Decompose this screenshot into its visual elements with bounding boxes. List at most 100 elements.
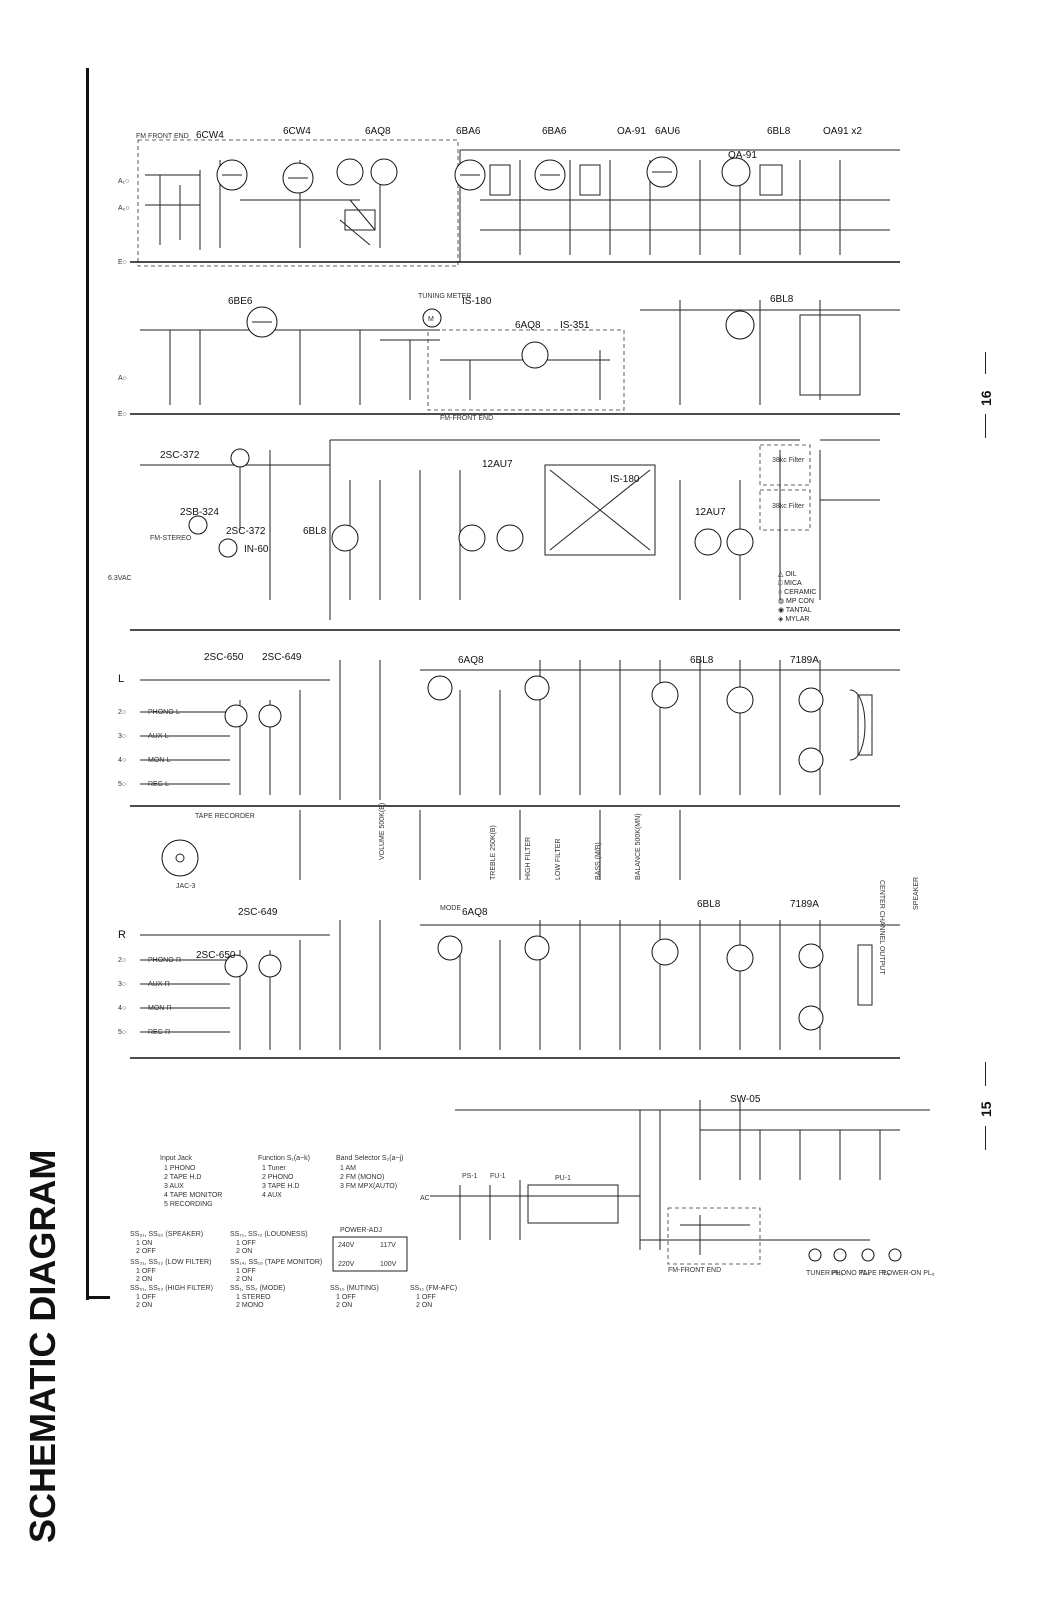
switch-note-heading: SS₈₁, SS₈₂ (SPEAKER) bbox=[130, 1231, 203, 1238]
right-channel-marker: R bbox=[118, 929, 126, 941]
center-output-label: CENTER CHANNEL OUTPUT bbox=[878, 880, 885, 975]
tube-v10 bbox=[521, 341, 549, 369]
tube-v8-label: 6BE6 bbox=[228, 296, 253, 307]
fm-front-end-bottom-label: FM-FRONT END bbox=[440, 415, 493, 422]
filter-1-label: 38kc Filter bbox=[772, 457, 805, 464]
tube-v11b bbox=[496, 524, 524, 552]
pilot-voltage-label: 6.3VAC bbox=[108, 575, 132, 582]
pilot-lamp-label: TUNER PL₃ bbox=[806, 1270, 844, 1277]
meter-label: TUNING METER bbox=[418, 293, 471, 300]
switch-note-item: 2 ON bbox=[236, 1248, 252, 1255]
am-section-wiring bbox=[140, 300, 900, 411]
tube-v14 bbox=[427, 675, 453, 701]
io-pin-number: 2○ bbox=[118, 957, 126, 964]
function-switch-heading: Function S₁(a~k) bbox=[258, 1155, 310, 1162]
tube-v19a bbox=[798, 943, 824, 969]
switch-note-heading: SS₅₁, SS₅₂ (HIGH FILTER) bbox=[130, 1285, 213, 1292]
switch-note-item: 2 ON bbox=[136, 1276, 152, 1283]
title-underline bbox=[86, 1296, 110, 1299]
tape-jack bbox=[161, 839, 199, 877]
rectifier-label: SW-05 bbox=[730, 1094, 761, 1105]
tube-v10-label: 6AQ8 bbox=[515, 320, 541, 331]
transistor-tr3 bbox=[218, 538, 238, 558]
tube-v13-label: 6BL8 bbox=[303, 526, 327, 537]
pilot-lamp-label: PHONO PL₄ bbox=[831, 1270, 870, 1277]
tube-v17b bbox=[798, 747, 824, 773]
capacitor-legend-item: △ OIL bbox=[778, 571, 797, 578]
tube-v18-label: 6BL8 bbox=[697, 899, 721, 910]
svg-text:M: M bbox=[428, 316, 434, 323]
tone-control-label: LOW FILTER bbox=[555, 839, 562, 880]
tube-v11-label: 12AU7 bbox=[482, 459, 513, 470]
switch-note-item: 2 MONO bbox=[236, 1302, 264, 1309]
diode-d1-label: IS-180 bbox=[462, 296, 492, 307]
fm-front-end-box bbox=[137, 139, 459, 267]
capacitor-legend-item: ◈ MYLAR bbox=[778, 616, 809, 623]
left-channel-marker: L bbox=[118, 673, 124, 685]
ps-label: PS-1 bbox=[462, 1173, 478, 1180]
mode-label: MODE bbox=[440, 905, 461, 912]
left-channel-wiring bbox=[140, 660, 900, 880]
tube-v12-label: 12AU7 bbox=[695, 507, 726, 518]
tube-v17-label: 7189A bbox=[790, 655, 819, 666]
tube-v15-label: 6AQ8 bbox=[462, 907, 488, 918]
power-adj-label: POWER-ADJ bbox=[340, 1227, 382, 1234]
tube-v5 bbox=[534, 159, 566, 191]
tube-v2 bbox=[282, 162, 314, 194]
tube-v15b bbox=[524, 935, 550, 961]
io-left-L-label: PHONO-L bbox=[148, 709, 180, 716]
jack-label: JAC-3 bbox=[176, 883, 196, 890]
diode-d2-label: IS-351 bbox=[560, 320, 590, 331]
tuning-meter: M bbox=[422, 308, 442, 328]
left-vertical-rule bbox=[86, 68, 89, 1300]
svg-text:E○: E○ bbox=[118, 411, 127, 418]
tube-v7-label: 6BL8 bbox=[767, 126, 791, 137]
tr4-label: 2SC-650 bbox=[204, 652, 244, 663]
tr3-label: 2SC-372 bbox=[226, 526, 266, 537]
tube-v12a bbox=[694, 528, 722, 556]
switch-note-item: 1 OFF bbox=[236, 1268, 256, 1275]
io-left-L-label: AUX-L bbox=[148, 733, 169, 740]
tr7-label: 2SC-649 bbox=[238, 907, 278, 918]
pilot-lamp-label: POWER-ON PL₆ bbox=[882, 1270, 935, 1277]
io-pin-number: 4○ bbox=[118, 1005, 126, 1012]
tube-v15 bbox=[437, 935, 463, 961]
power-tap-label: 240V bbox=[338, 1242, 355, 1249]
tone-control-label: BASS (M/B) bbox=[595, 842, 602, 880]
power-supply-wiring bbox=[430, 1100, 900, 1265]
io-pin-number: 3○ bbox=[118, 981, 126, 988]
tube-v1 bbox=[216, 159, 248, 191]
tube-v3b bbox=[370, 158, 398, 186]
tube-v8 bbox=[246, 306, 278, 338]
function-switch-item: 3 TAPE H.D bbox=[262, 1183, 299, 1190]
diode-d4-label: IN-60 bbox=[244, 544, 269, 555]
switch-note-item: 1 OFF bbox=[336, 1294, 356, 1301]
transistor-tr5 bbox=[258, 704, 282, 728]
power-adj-box bbox=[332, 1236, 408, 1272]
capacitor-legend: △ OIL□ MICA○ CERAMIC◍ MP CON◉ TANTAL◈ MY… bbox=[778, 571, 816, 623]
switch-note-item: 2 ON bbox=[416, 1302, 432, 1309]
switch-note-item: 2 ON bbox=[136, 1302, 152, 1309]
tube-v19-label: 7189A bbox=[790, 899, 819, 910]
page-number-rule-top bbox=[985, 352, 986, 374]
fm-front-end-power-label: FM-FRONT END bbox=[668, 1267, 721, 1274]
pu-label: PU-1 bbox=[555, 1175, 571, 1182]
function-switch-item: 2 PHONO bbox=[262, 1174, 294, 1181]
tr5-label: 2SC-649 bbox=[262, 652, 302, 663]
switch-note-item: 1 OFF bbox=[416, 1294, 436, 1301]
power-tap-label: 220V bbox=[338, 1261, 355, 1268]
left-io-list: 2○PHONO-L3○AUX-L4○MON-L5○REC-L bbox=[118, 709, 180, 788]
svg-text:A₁○: A₁○ bbox=[118, 178, 129, 185]
switch-note-heading: SS₃₁, SS₃₂ (LOW FILTER) bbox=[130, 1259, 211, 1266]
tube-v1-label: 6CW4 bbox=[196, 130, 224, 141]
tube-v16-label: 6BL8 bbox=[690, 655, 714, 666]
capacitor-legend-item: ◉ TANTAL bbox=[778, 607, 812, 614]
pilot-lamps bbox=[808, 1248, 902, 1262]
tube-v12b bbox=[726, 528, 754, 556]
tube-v6 bbox=[646, 156, 678, 188]
tone-control-label: TREBLE 250K(B) bbox=[490, 825, 497, 880]
neon-n2-label: OA-91 bbox=[728, 150, 757, 161]
input-jack-item: 2 TAPE H.D bbox=[164, 1174, 201, 1181]
